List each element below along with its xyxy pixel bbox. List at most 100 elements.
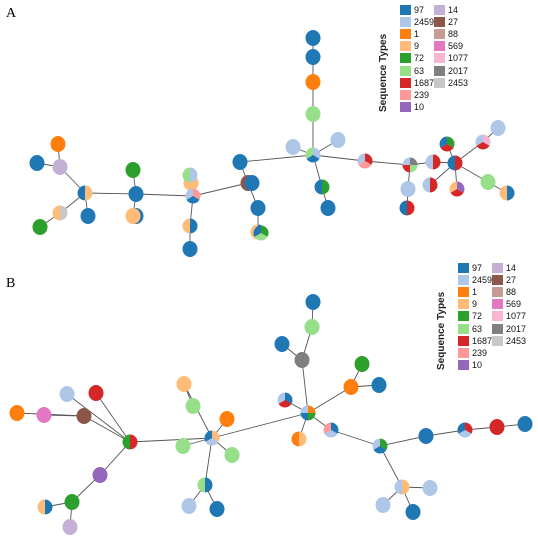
legend-item-88: 88 xyxy=(492,286,516,298)
legend-label: 14 xyxy=(448,5,459,15)
node-b8 xyxy=(300,405,316,421)
legend-label: 2459 xyxy=(414,17,435,28)
legend-item-72: 72 xyxy=(400,52,424,64)
edge xyxy=(211,412,309,439)
node-a13 xyxy=(399,200,415,216)
node-b10 xyxy=(291,431,307,447)
legend-swatch xyxy=(400,29,411,40)
legend-swatch xyxy=(400,17,411,28)
node-a34 xyxy=(128,186,144,202)
node-b32 xyxy=(88,385,104,401)
legend-label: 239 xyxy=(414,89,430,100)
legend-label: 9 xyxy=(472,299,478,310)
legend-swatch xyxy=(458,263,469,273)
node-b9 xyxy=(277,392,293,408)
edge xyxy=(192,182,249,197)
legend-swatch xyxy=(458,347,469,358)
node-b29 xyxy=(209,501,225,517)
node-b21 xyxy=(176,376,192,392)
edges-panel-b xyxy=(16,301,526,528)
node-a40 xyxy=(52,159,68,175)
node-a32 xyxy=(182,218,198,234)
node-a22 xyxy=(499,185,515,201)
legend-label: 27 xyxy=(506,275,517,286)
node-a2 xyxy=(305,49,321,65)
legend-item-2453: 2453 xyxy=(492,335,526,347)
node-a44 xyxy=(32,219,48,235)
legend-label: 9 xyxy=(414,41,420,52)
legend-item-569: 569 xyxy=(492,298,521,310)
legend-item-97: 97 xyxy=(400,4,424,16)
legend-item-9: 9 xyxy=(458,298,477,310)
edge xyxy=(66,393,131,443)
node-a25 xyxy=(244,175,260,191)
node-a21 xyxy=(480,174,496,190)
node-a17 xyxy=(490,120,506,136)
legend-label: 72 xyxy=(472,311,483,322)
legend-label: 569 xyxy=(448,41,464,52)
node-b1 xyxy=(305,294,321,310)
edge xyxy=(239,154,314,163)
legend-label: 10 xyxy=(414,101,425,112)
node-a29 xyxy=(253,225,269,241)
edge xyxy=(129,437,213,443)
node-b38 xyxy=(37,499,53,515)
legend-swatch xyxy=(434,5,445,15)
node-b28 xyxy=(181,498,197,514)
node-a12 xyxy=(400,181,416,197)
node-a31 xyxy=(182,167,198,183)
node-a9 xyxy=(320,200,336,216)
legend-swatch xyxy=(492,287,503,298)
node-a19 xyxy=(422,177,438,193)
node-a3 xyxy=(305,74,321,90)
legend-item-1687: 1687 xyxy=(458,335,492,347)
legend-swatch xyxy=(434,77,445,88)
node-b26 xyxy=(175,438,191,454)
legend-item-72: 72 xyxy=(458,310,482,322)
legend-item-239: 239 xyxy=(458,347,487,359)
node-b11 xyxy=(323,422,339,438)
node-b34 xyxy=(9,405,25,421)
node-a41 xyxy=(50,136,66,152)
node-b35 xyxy=(36,407,52,423)
legend-title: Sequence Types xyxy=(378,33,389,112)
node-a23 xyxy=(232,154,248,170)
legend-swatch xyxy=(434,53,445,64)
legend-item-1077: 1077 xyxy=(434,52,468,64)
legend-swatch xyxy=(458,299,469,310)
legend-item-88: 88 xyxy=(434,28,458,40)
legend-label: 2453 xyxy=(448,77,469,88)
edge xyxy=(312,154,366,162)
legend-swatch xyxy=(492,275,503,286)
legend-swatch xyxy=(492,263,503,273)
edge xyxy=(301,359,309,414)
legend-label: 88 xyxy=(506,287,517,298)
node-a37 xyxy=(125,208,141,224)
legend-label: 1077 xyxy=(448,53,469,64)
node-a11 xyxy=(402,157,418,173)
node-a16 xyxy=(475,134,491,150)
legend-item-27: 27 xyxy=(434,16,458,28)
legend-swatch xyxy=(458,323,469,334)
legend-label: 569 xyxy=(506,299,522,310)
legend-item-1: 1 xyxy=(400,28,419,40)
legend-swatch xyxy=(400,77,411,88)
node-b37 xyxy=(64,494,80,510)
node-a43 xyxy=(52,205,68,221)
edge xyxy=(364,160,411,166)
legend-item-569: 569 xyxy=(434,40,463,52)
legend-item-1687: 1687 xyxy=(400,77,434,89)
nodes-panel-b xyxy=(9,294,533,535)
legend-label: 97 xyxy=(414,5,425,15)
legend-swatch xyxy=(458,359,469,370)
legend-title: Sequence Types xyxy=(436,291,447,370)
node-a26 xyxy=(250,200,266,216)
node-b7 xyxy=(371,377,387,393)
legend-swatch xyxy=(434,17,445,28)
legend-swatch xyxy=(400,65,411,76)
legend-swatch xyxy=(492,311,503,322)
legend-label: 63 xyxy=(472,323,483,334)
panel-label-a: A xyxy=(6,6,17,21)
